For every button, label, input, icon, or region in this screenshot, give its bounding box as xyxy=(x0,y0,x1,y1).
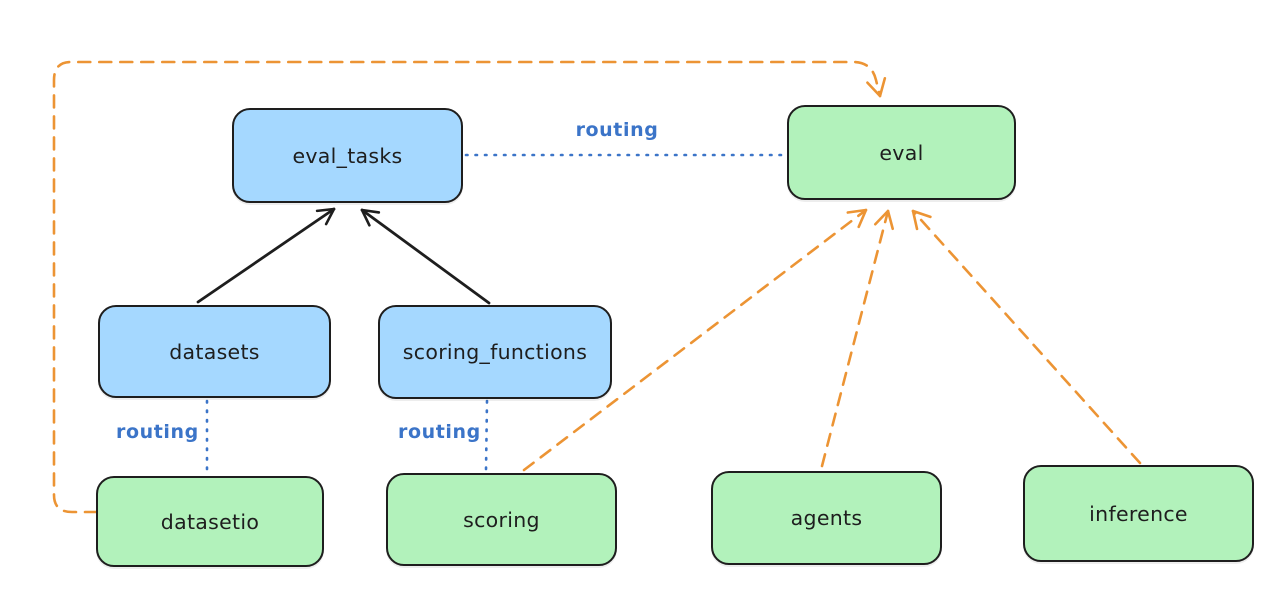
node-scoring-functions-label: scoring_functions xyxy=(402,340,588,364)
node-datasetio-label: datasetio xyxy=(160,509,260,534)
edge-scoring-functions-to-eval-tasks xyxy=(360,208,491,305)
edge-label-routing-scoring-functions-scoring: routing xyxy=(398,421,481,443)
edge-agents-to-eval xyxy=(820,209,895,468)
node-scoring: scoring xyxy=(386,473,617,566)
node-inference: inference xyxy=(1023,465,1254,562)
node-eval-tasks-label: eval_tasks xyxy=(292,143,403,168)
node-eval: eval xyxy=(787,105,1016,200)
node-eval-label: eval xyxy=(879,140,924,165)
node-datasets-label: datasets xyxy=(169,339,260,364)
edge-label-routing-datasets-datasetio: routing xyxy=(116,421,199,443)
edge-datasetio-to-eval xyxy=(52,60,887,514)
node-inference-label: inference xyxy=(1089,501,1188,526)
node-eval-tasks: eval_tasks xyxy=(232,108,463,203)
edge-inference-to-eval xyxy=(911,209,1142,465)
edge-label-routing-eval-tasks-eval: routing xyxy=(575,119,659,141)
edge-datasets-to-eval-tasks xyxy=(196,207,336,304)
node-datasets: datasets xyxy=(98,305,331,398)
edge-scoring-to-eval xyxy=(522,208,868,472)
node-agents-label: agents xyxy=(790,506,863,530)
node-scoring-label: scoring xyxy=(463,507,540,532)
node-scoring-functions: scoring_functions xyxy=(378,305,612,399)
edge-scoring-functions-to-scoring-routing xyxy=(484,399,489,472)
node-datasetio: datasetio xyxy=(96,476,324,567)
node-agents: agents xyxy=(711,471,942,565)
